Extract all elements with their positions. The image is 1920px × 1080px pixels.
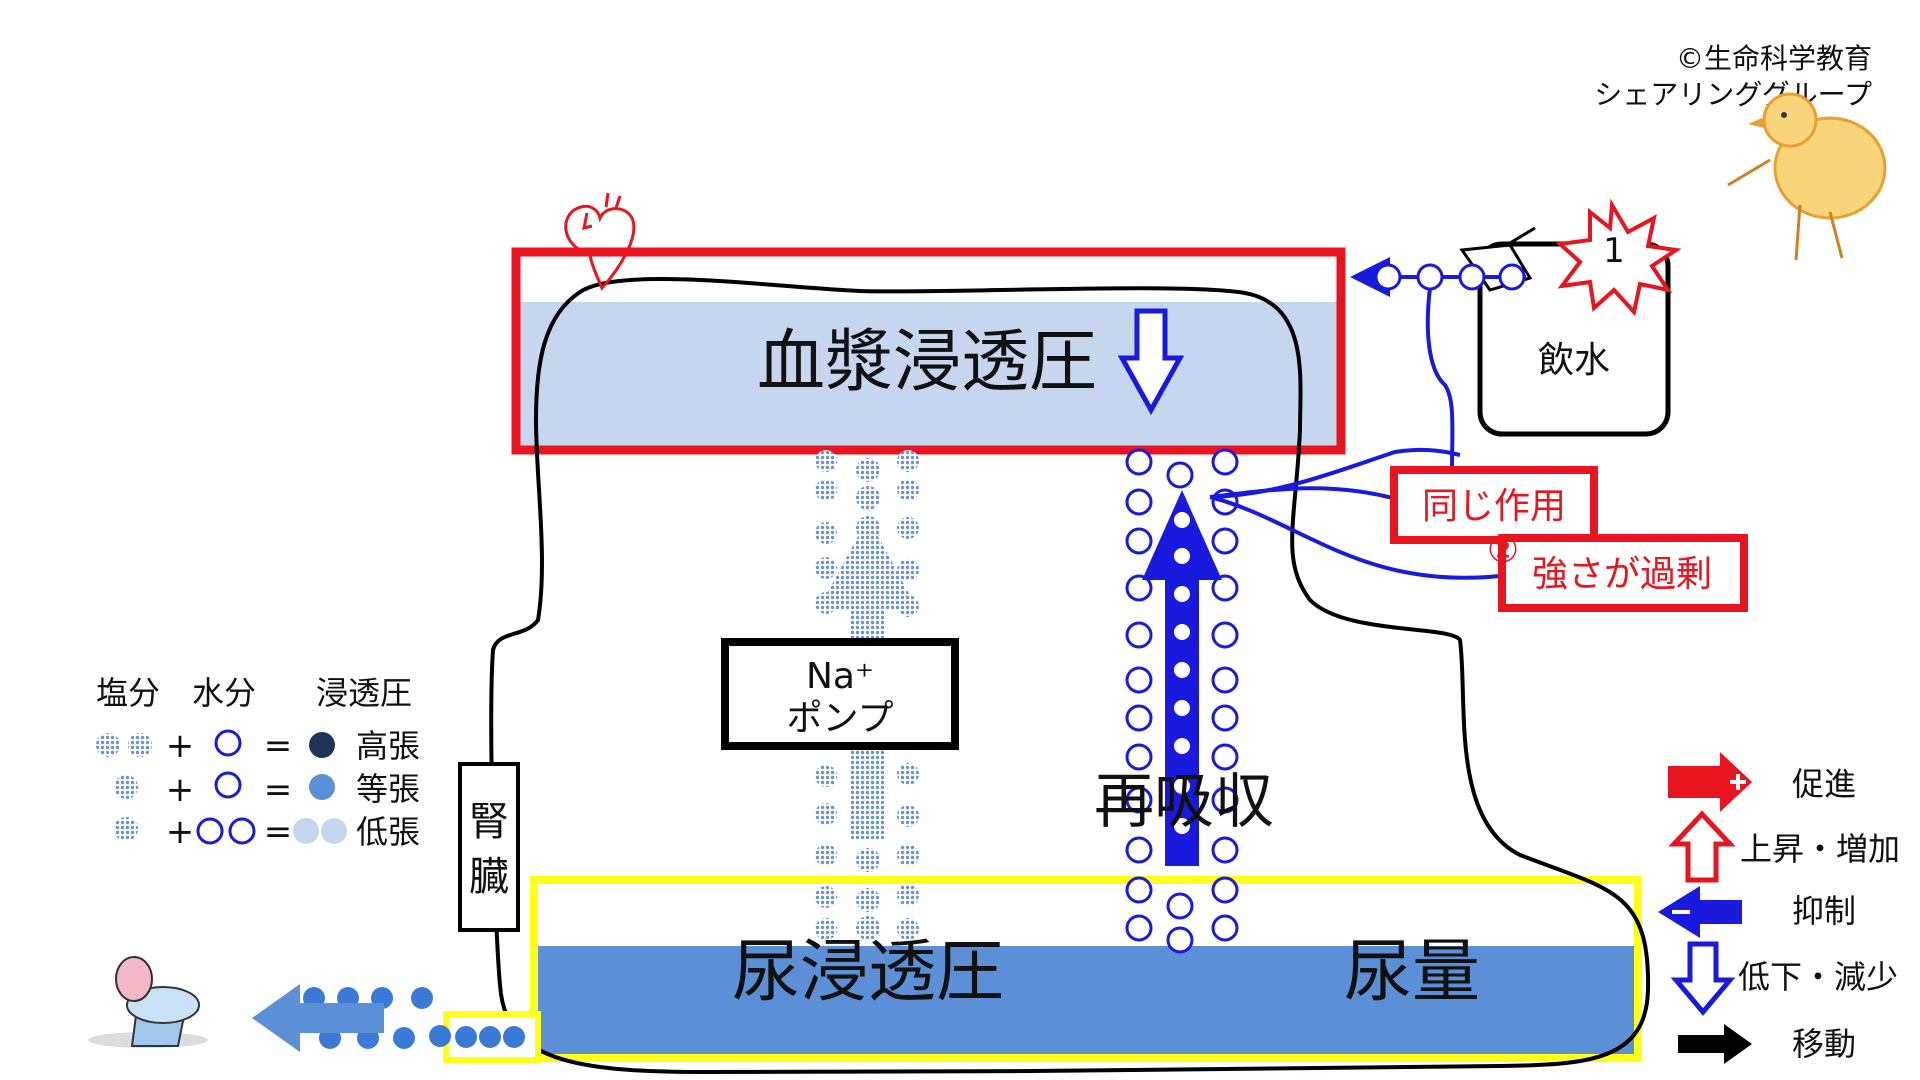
legend-header-water: 水分 (192, 674, 256, 712)
kidney-line1: 腎 (469, 799, 509, 845)
legend-isotonic: 等張 (356, 770, 420, 808)
legend-plus-3: + (166, 812, 195, 852)
water-intake-arrow (1350, 257, 1526, 297)
legend-header-osmotic: 浸透圧 (316, 674, 412, 712)
legend-plus-2: + (166, 770, 195, 810)
excess-label: 強さが過剰 (1532, 554, 1712, 595)
legend-header-salt: 塩分 (96, 674, 160, 712)
na-pump-line1: Na⁺ (806, 656, 874, 697)
legend-left: 塩分 水分 浸透圧 + = 高張 + = 等張 + = 低張 (96, 674, 420, 852)
credit-line1: ©生命科学教育 (1676, 42, 1872, 75)
callout-lines (1209, 287, 1501, 580)
toilet-icon (88, 956, 208, 1048)
urine-box (530, 876, 1642, 1062)
drink-badge: 1 (1603, 231, 1625, 271)
credit-line2: シェアリンググループ (1594, 78, 1872, 111)
kidney-line2: 臓 (469, 854, 509, 900)
urine-out-arrow (252, 984, 384, 1052)
legend-plus-1: + (166, 726, 195, 766)
plasma-box (511, 247, 1346, 455)
legend-right: 促進 上昇・増加 抑制 低下・減少 移動 (1658, 752, 1900, 1064)
legend-equals-1: = (264, 726, 293, 766)
na-pump-box: Na⁺ ポンプ (721, 638, 959, 750)
excess-number: ② (1487, 530, 1519, 571)
starburst-icon: 1 (1555, 198, 1682, 317)
blue-down-arrow-icon (1670, 941, 1736, 1016)
plasma-osmotic-label: 血漿浸透圧 (757, 323, 1097, 402)
blue-minus-arrow-icon (1658, 886, 1742, 938)
same-action-callout: 同じ作用 (1390, 466, 1598, 544)
black-arrow-icon (1678, 1024, 1752, 1064)
same-action-label: 同じ作用 (1422, 486, 1566, 527)
legend-equals-3: = (264, 812, 293, 852)
red-up-arrow-icon (1668, 810, 1736, 883)
legend-equals-2: = (264, 770, 293, 810)
water-in-arrow (1174, 512, 1190, 834)
urine-osmotic-label: 尿浸透圧 (732, 933, 1004, 1012)
legend-move-label: 移動 (1792, 1025, 1856, 1063)
reabsorption-label: 再吸収 (1094, 767, 1274, 837)
legend-suppress-label: 抑制 (1792, 892, 1856, 930)
legend-increase-label: 上昇・増加 (1740, 830, 1900, 868)
urine-outflow (252, 984, 541, 1063)
red-plus-arrow-icon (1668, 752, 1752, 812)
salt-column (815, 450, 919, 940)
legend-decrease-label: 低下・減少 (1738, 958, 1898, 996)
legend-hypertonic: 高張 (356, 727, 420, 765)
drink-label: 飲水 (1538, 340, 1610, 381)
urine-volume-label: 尿量 (1344, 933, 1480, 1012)
heart-icon (564, 192, 636, 291)
plasma-down-arrow-icon (1117, 308, 1185, 416)
legend-promote-label: 促進 (1792, 765, 1856, 803)
chick-mascot-icon (1727, 92, 1887, 261)
water-column (1125, 448, 1239, 954)
excess-callout: 強さが過剰 ② (1487, 530, 1748, 612)
kidney-label-box: 腎 臓 (458, 762, 520, 932)
kidney-outline (489, 277, 1651, 1075)
na-pump-line2: ポンプ (787, 698, 894, 739)
legend-hypotonic: 低張 (356, 813, 420, 851)
